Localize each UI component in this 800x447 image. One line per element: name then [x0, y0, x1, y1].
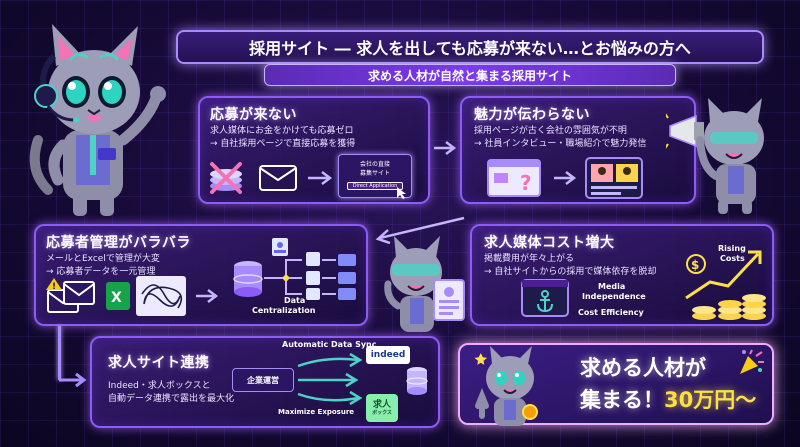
- page-title: 採用サイト ― 求人を出しても応募が来ない…とお悩みの方へ: [249, 39, 691, 58]
- panel-integration-line1: Indeed・求人ボックスと: [108, 381, 211, 391]
- warning-mail-icon: !: [46, 278, 95, 313]
- mini-site-line1: 会社の直接: [359, 161, 390, 168]
- panel-no-applicants-line2: → 自社採用ページで直接応募を獲得: [210, 139, 356, 149]
- panel-management-line1: メールとExcelで管理が大変: [46, 254, 160, 264]
- excel-icon: X: [106, 282, 130, 310]
- media-independence-label-2: Independence: [582, 292, 646, 301]
- result-line2: 集まる！30万円〜: [580, 384, 756, 414]
- mini-site-line2: 募集サイト: [359, 170, 390, 177]
- panel-no-appeal-title: 魅力が伝わらない: [474, 107, 590, 123]
- panel-management-title: 応募者管理がバラバラ: [46, 235, 191, 251]
- page-title-bar: 採用サイト ― 求人を出しても応募が来ない…とお悩みの方へ: [176, 30, 764, 64]
- panel-no-applicants-line1: 求人媒体にお金をかけても応募ゼロ: [210, 126, 354, 136]
- old-webpage-question-icon: ?: [487, 159, 541, 197]
- direct-application-button: Direct Application: [347, 182, 403, 190]
- flow-arrow-1: [434, 141, 457, 155]
- automatic-data-sync-label: Automatic Data Sync: [282, 340, 377, 349]
- rising-costs-chart-icon: $: [685, 250, 766, 320]
- panel-no-appeal-line1: 採用ページが古く会社の雰囲気が不明: [474, 126, 627, 136]
- media-independence-label-1: Media: [598, 282, 626, 291]
- svg-text:$: $: [691, 258, 699, 272]
- arrow-right-icon: [308, 171, 333, 185]
- maximize-exposure-label: Maximize Exposure: [278, 408, 355, 416]
- database-icon: [406, 367, 428, 395]
- panel-no-applicants-title: 応募が来ない: [210, 107, 297, 123]
- page-subtitle-bar: 求める人材が自然と集まる採用サイト: [264, 64, 676, 86]
- mascot-cat-megaphone: [666, 98, 764, 214]
- rising-costs-label-1: Rising: [718, 244, 746, 253]
- flow-connector-vertical: [58, 326, 61, 380]
- arrow-right-icon: [554, 171, 577, 185]
- kyujin-box-label-top: 求人: [372, 399, 391, 410]
- svg-text:X: X: [111, 290, 122, 306]
- panel-media-cost-line1: 掲載費用が年々上がる: [484, 254, 575, 264]
- result-line2-prefix: 集まる！: [580, 388, 664, 412]
- tangled-lines-icon: [136, 276, 186, 316]
- page-subtitle: 求める人材が自然と集まる採用サイト: [367, 68, 572, 83]
- flow-arrow-3: [59, 372, 87, 388]
- panel-management-line2: → 応募者データを一元管理: [46, 267, 156, 277]
- mascot-cat-result: [474, 346, 538, 426]
- panel-no-appeal: 魅力が伝わらない 採用ページが古く会社の雰囲気が不明 → 社員インタビュー・職場…: [460, 96, 696, 204]
- indeed-label: indeed: [370, 350, 406, 360]
- panel-media-cost-line2: → 自社サイトからの採用で媒体依存を脱却: [484, 267, 657, 277]
- svg-text:?: ?: [520, 171, 532, 195]
- arrow-right-icon: [196, 289, 219, 303]
- panel-media-cost-title: 求人媒体コスト増大: [484, 235, 615, 251]
- envelope-icon: [259, 165, 297, 191]
- company-operations-box: 企業運営: [232, 368, 294, 392]
- result-price: 30万円〜: [664, 388, 757, 412]
- panel-integration-line2: 自動データ連携で露出を最大化: [108, 394, 235, 404]
- cost-efficiency-label: Cost Efficiency: [578, 308, 644, 317]
- flow-arrow-2: [375, 216, 465, 244]
- party-popper-icon: [740, 349, 764, 374]
- rising-costs-label-2: Costs: [720, 254, 745, 263]
- data-centralization-diagram: [233, 238, 356, 300]
- panel-no-appeal-line2: → 社員インタビュー・職場紹介で魅力発信: [474, 139, 647, 149]
- indeed-logo: indeed: [366, 346, 410, 364]
- sync-arrows-icon: [297, 352, 363, 406]
- mascot-cat-middle: [384, 236, 465, 332]
- data-centralization-label-2: Centralization: [252, 306, 316, 315]
- company-operations-label: 企業運営: [247, 375, 279, 385]
- panel-integration-title: 求人サイト連携: [108, 355, 210, 371]
- coins-crossed-icon: [210, 162, 242, 194]
- kyujin-box-logo: 求人 ボックス: [366, 394, 398, 422]
- result-line1: 求める人材が: [580, 356, 706, 380]
- svg-text:!: !: [52, 282, 56, 292]
- anchor-card-icon: [521, 279, 569, 317]
- mascot-cat-main: [29, 24, 166, 216]
- cursor-icon: [397, 187, 406, 199]
- data-centralization-label-1: Data: [284, 296, 306, 305]
- interview-video-icon: [585, 157, 643, 199]
- kyujin-box-label-bottom: ボックス: [372, 409, 392, 416]
